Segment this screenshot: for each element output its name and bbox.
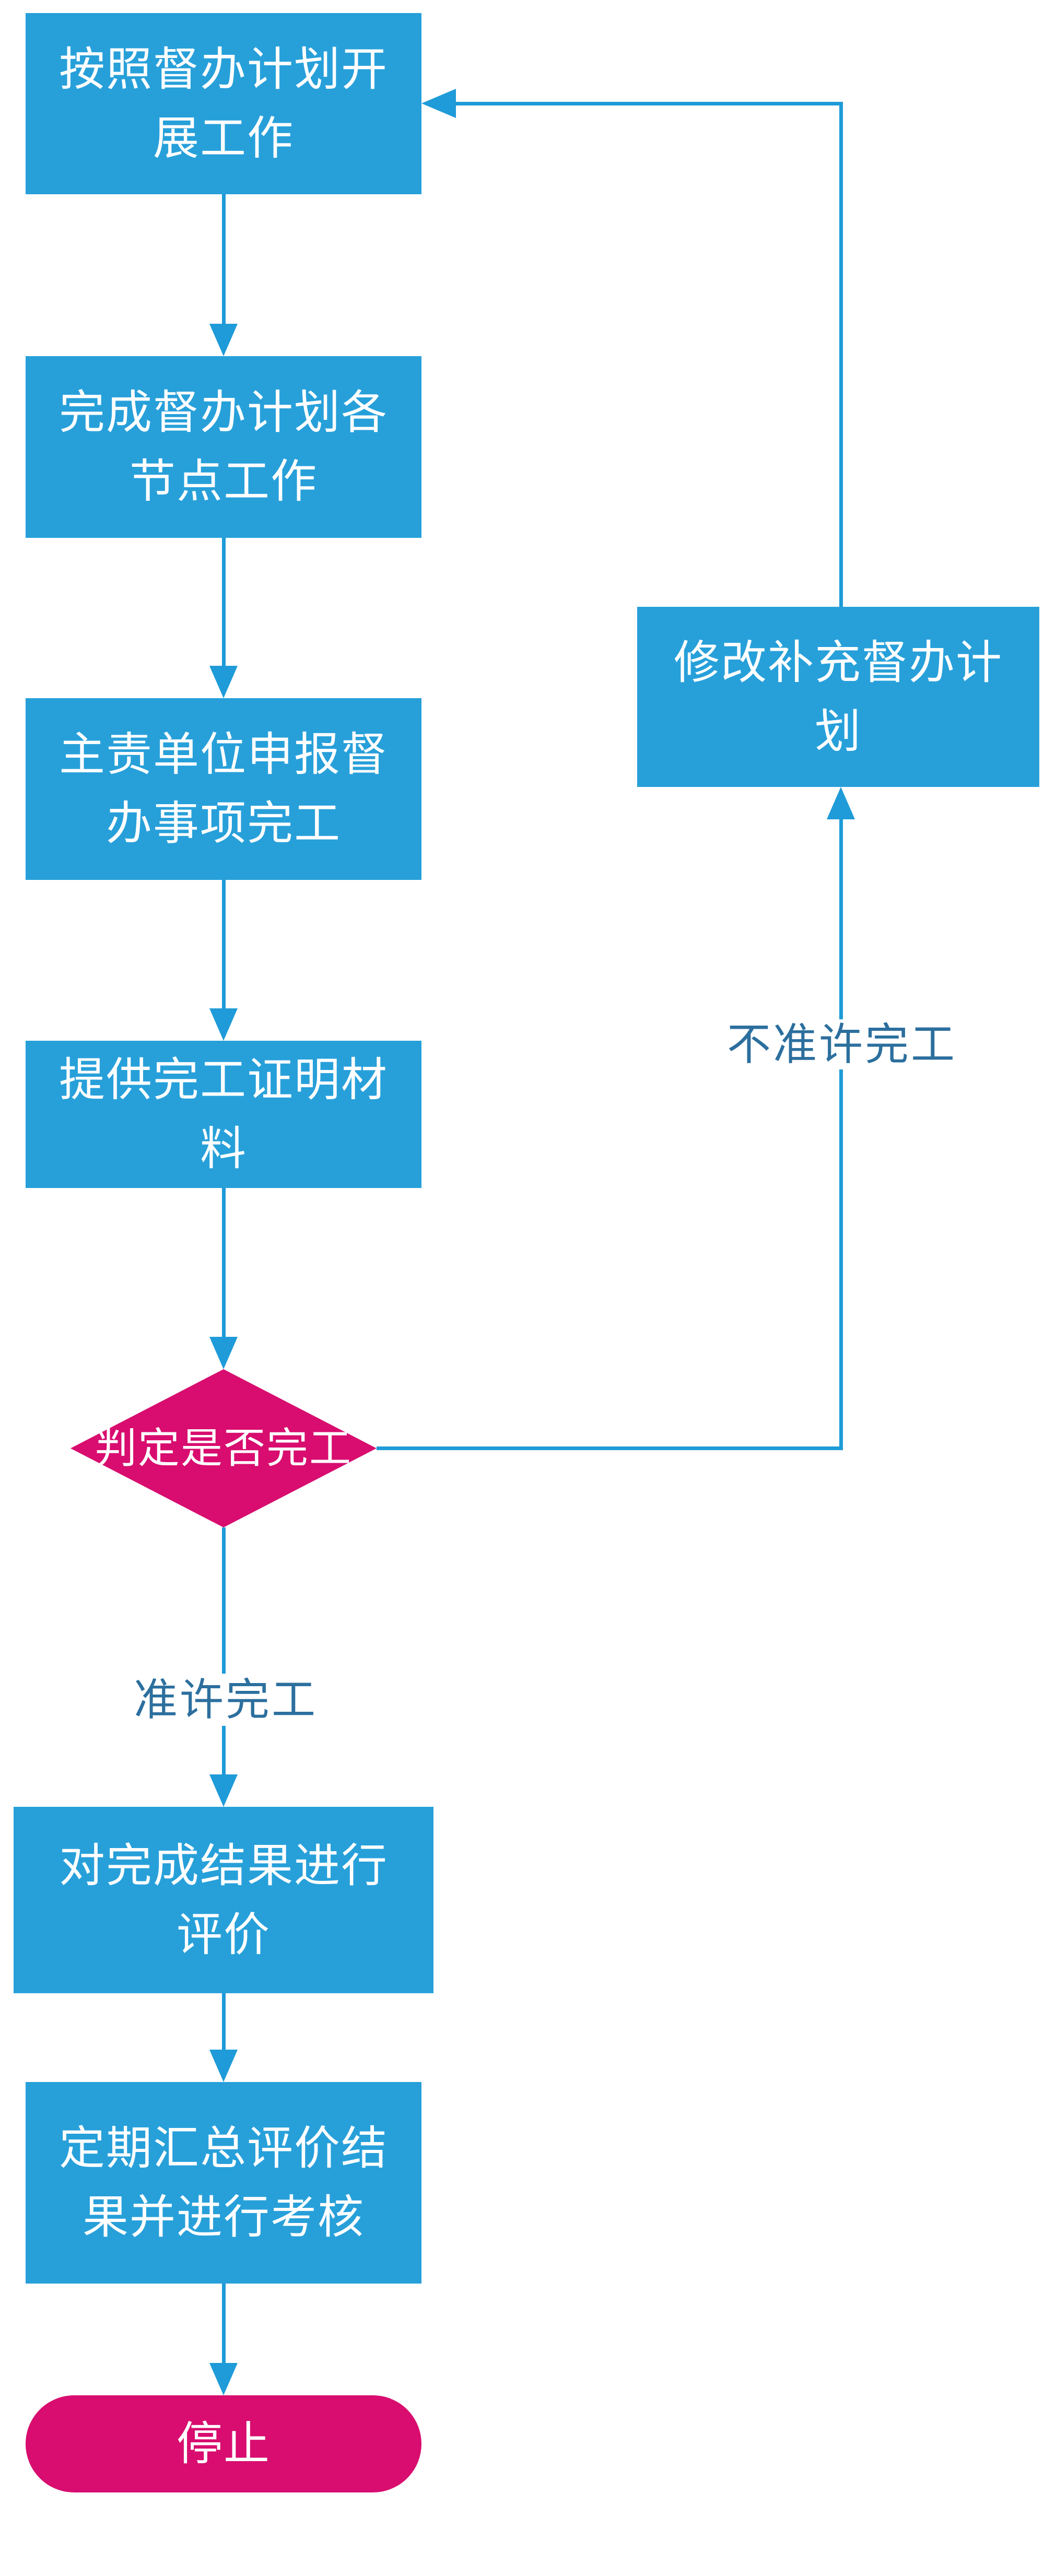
connector-step6-stop-line <box>222 2284 226 2364</box>
connector-decision-reject-horizontal <box>377 1446 843 1450</box>
node-text-line: 划 <box>814 704 862 758</box>
process-box-evaluate-results: 对完成结果进行 评价 <box>14 1807 433 1993</box>
node-text-line: 果并进行考核 <box>82 2190 365 2244</box>
arrowhead-into-step4 <box>209 1008 238 1041</box>
connector-step3-step4-line <box>222 880 226 1009</box>
node-text-line: 节点工作 <box>129 454 318 508</box>
arrowhead-into-step2 <box>209 324 238 356</box>
node-text-line: 料 <box>200 1122 247 1175</box>
decision-diamond-is-complete: 判定是否完工 <box>71 1369 377 1527</box>
arrowhead-into-step5 <box>209 1774 238 1807</box>
node-text-line: 展工作 <box>153 111 294 165</box>
connector-reject-vertical-lower <box>839 1068 843 1450</box>
process-box-provide-proof: 提供完工证明材 料 <box>26 1041 421 1188</box>
process-box-summarize-assess: 定期汇总评价结 果并进行考核 <box>26 2082 421 2284</box>
edge-label-reject: 不准许完工 <box>721 1019 963 1069</box>
arrowhead-into-step1 <box>421 89 456 118</box>
node-text-line: 判定是否完工 <box>95 1424 352 1473</box>
node-text-line: 提供完工证明材 <box>58 1053 388 1107</box>
arrowhead-into-decision <box>209 1337 238 1369</box>
edge-label-approve: 准许完工 <box>128 1675 323 1725</box>
node-text-line: 按照督办计划开 <box>58 42 388 96</box>
node-text-line: 办事项完工 <box>105 796 341 850</box>
process-box-revise-plan: 修改补充督办计 划 <box>637 607 1039 787</box>
node-text-line: 对完成结果进行 <box>58 1838 388 1892</box>
arrowhead-into-stop <box>209 2363 238 2395</box>
connector-step1-step2-line <box>222 194 226 325</box>
node-text-line: 主责单位申报督 <box>58 727 388 781</box>
arrowhead-into-step3 <box>209 666 238 698</box>
node-text-line: 修改补充督办计 <box>673 635 1003 689</box>
node-text-line: 定期汇总评价结 <box>58 2121 388 2175</box>
arrowhead-into-revise-box <box>827 787 855 819</box>
connector-revise-to-top-vertical <box>839 102 843 607</box>
node-text-line: 评价 <box>176 1907 271 1961</box>
connector-step5-step6-line <box>222 1993 226 2051</box>
arrowhead-into-step6 <box>209 2050 238 2082</box>
connector-reject-vertical-upper <box>839 817 843 1022</box>
node-text-line: 停止 <box>176 2417 271 2471</box>
connector-revise-to-step1-horizontal <box>454 102 843 105</box>
connector-step2-step3-line <box>222 538 226 667</box>
process-box-work-per-plan: 按照督办计划开 展工作 <box>26 13 421 194</box>
process-box-complete-plan-nodes: 完成督办计划各 节点工作 <box>26 356 421 538</box>
terminator-stop: 停止 <box>26 2395 421 2492</box>
connector-step4-decision-line <box>222 1188 226 1338</box>
node-text-line: 完成督办计划各 <box>58 385 388 439</box>
process-box-declare-completion: 主责单位申报督 办事项完工 <box>26 698 421 880</box>
connector-decision-approve-line-upper <box>222 1527 226 1674</box>
connector-decision-approve-line-lower <box>222 1726 226 1775</box>
